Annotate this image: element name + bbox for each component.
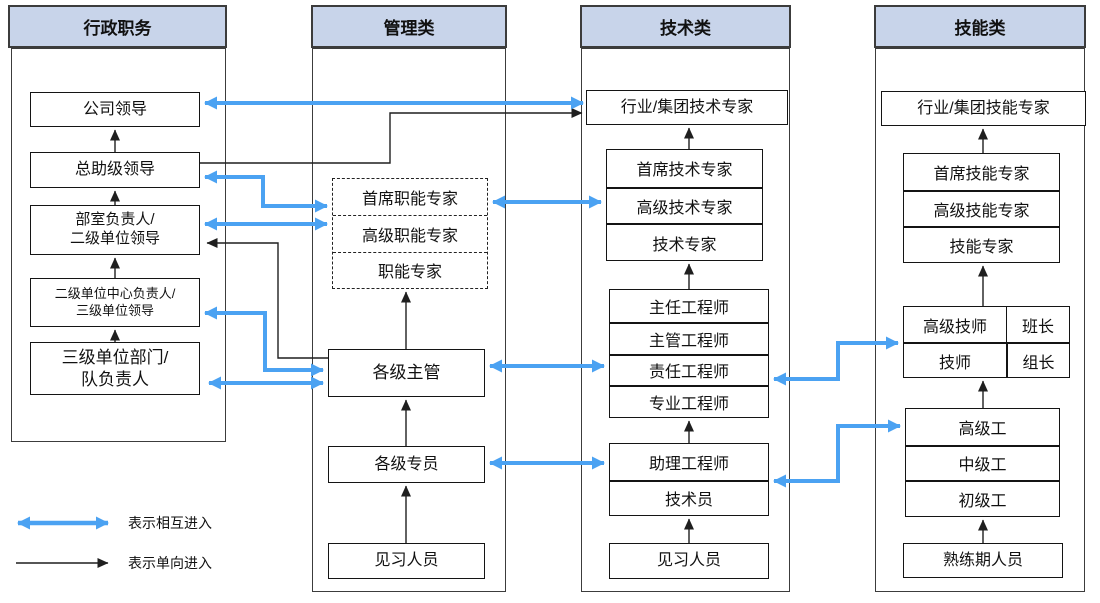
box-skill-technician: 技师	[904, 342, 1006, 377]
box-technical-trainee: 见习人员	[609, 543, 769, 579]
box-assistant-engineer: 助理工程师	[648, 455, 729, 473]
box-dept-head: 部室负责人/二级单位领导	[30, 205, 200, 255]
box-senior-functional-expert: 高级职能专家	[333, 215, 487, 251]
box-professional-engineer: 专业工程师	[610, 385, 768, 417]
box-management-trainee: 见习人员	[328, 543, 485, 579]
box-technician: 技术员	[610, 479, 768, 516]
stack-tech-experts: 首席技术专家 高级技术专家 技术专家	[606, 149, 763, 261]
box-center-head: 二级单位中心负责人/三级单位领导	[30, 278, 200, 327]
box-senior-technician: 高级技师	[922, 318, 987, 336]
box-apprentice: 熟练期人员	[903, 543, 1063, 578]
stack-workers: 高级工 中级工 初级工	[905, 408, 1060, 517]
box-chief-tech-expert: 首席技术专家	[636, 162, 733, 180]
column-header-technical-label: 技术类	[660, 19, 711, 38]
column-body-management	[312, 48, 506, 592]
stack-functional-experts: 首席职能专家 高级职能专家 职能专家	[332, 178, 488, 289]
stack-skill-experts: 首席技能专家 高级技能专家 技能专家	[903, 153, 1060, 263]
box-functional-expert: 职能专家	[333, 251, 487, 288]
stack-junior-engineers: 助理工程师 技术员	[609, 443, 769, 516]
box-responsible-engineer: 责任工程师	[610, 353, 768, 386]
column-header-technical: 技术类	[580, 5, 791, 48]
box-tech-expert: 技术专家	[607, 223, 762, 260]
grid-technicians: 高级技师 班长 技师 组长	[903, 306, 1070, 378]
column-body-skill	[875, 48, 1085, 592]
box-senior-worker: 高级工	[958, 420, 1007, 438]
box-specialists: 各级专员	[328, 446, 485, 483]
box-industry-tech-expert: 行业/集团技术专家	[586, 90, 788, 125]
box-intermediate-worker: 中级工	[906, 444, 1059, 481]
box-senior-tech-expert: 高级技术专家	[607, 186, 762, 224]
box-junior-worker: 初级工	[906, 480, 1059, 516]
column-header-admin-label: 行政职务	[83, 19, 152, 38]
box-skill-expert: 技能专家	[904, 226, 1059, 262]
box-third-unit-head: 三级单位部门/队负责人	[30, 342, 200, 395]
box-company-leader: 公司领导	[30, 92, 200, 127]
box-senior-skill-expert: 高级技能专家	[904, 190, 1059, 226]
box-supervising-engineer: 主管工程师	[610, 321, 768, 354]
column-header-skill-label: 技能类	[954, 19, 1006, 38]
box-industry-skill-expert: 行业/集团技能专家	[881, 91, 1086, 126]
legend-mutual-label: 表示相互进入	[128, 515, 212, 531]
box-squad-leader: 班长	[1006, 307, 1069, 342]
column-header-skill: 技能类	[874, 5, 1086, 48]
stack-engineers: 主任工程师 主管工程师 责任工程师 专业工程师	[609, 289, 769, 418]
box-assistant-general-leader: 总助级领导	[30, 152, 200, 188]
column-header-management-label: 管理类	[383, 19, 435, 38]
box-supervisors: 各级主管	[328, 349, 485, 397]
column-header-admin: 行政职务	[8, 5, 227, 48]
legend-one-way-label: 表示单向进入	[128, 555, 212, 571]
box-chief-skill-expert: 首席技能专家	[933, 166, 1030, 183]
column-header-management: 管理类	[311, 5, 507, 48]
box-chief-functional-expert: 首席职能专家	[361, 191, 458, 209]
box-chief-engineer: 主任工程师	[648, 299, 729, 317]
column-body-technical	[581, 48, 790, 592]
box-group-leader: 组长	[1006, 342, 1069, 377]
